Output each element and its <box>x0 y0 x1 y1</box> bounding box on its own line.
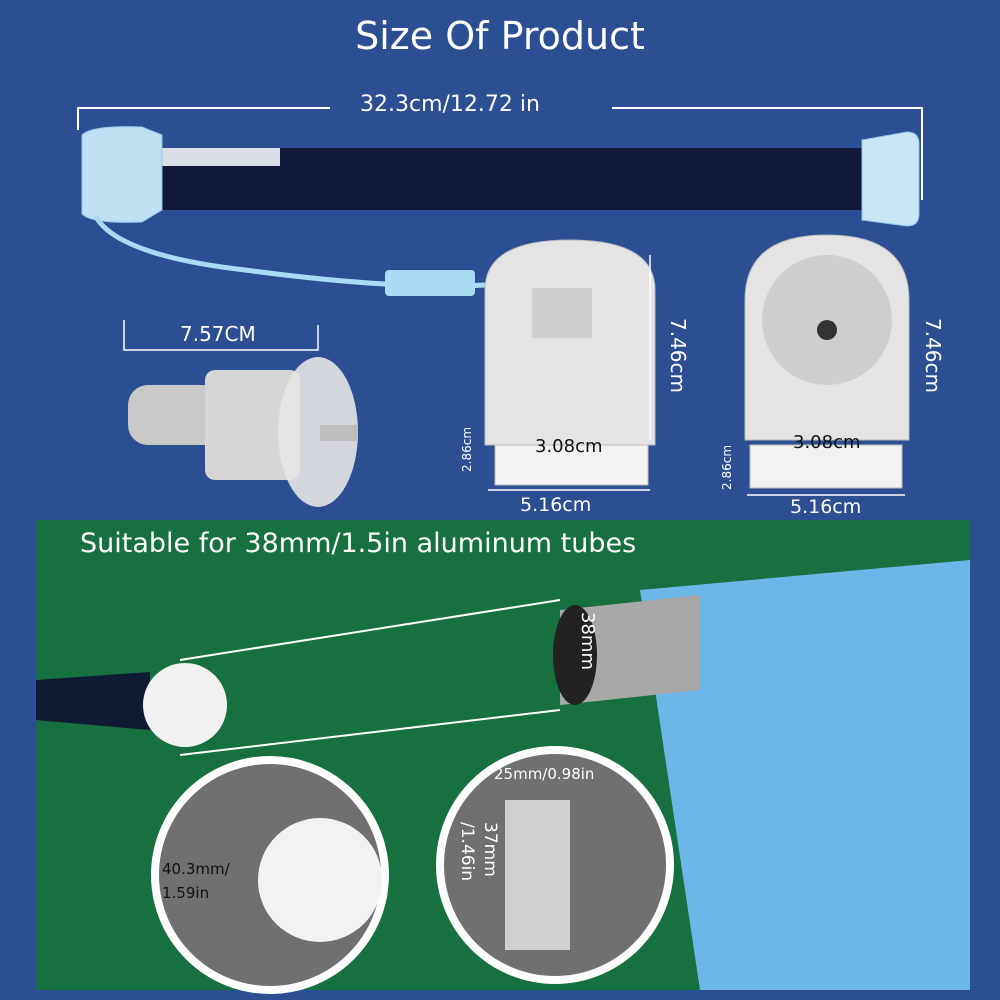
compat-heading: Suitable for 38mm/1.5in aluminum tubes <box>80 528 637 559</box>
detail-right-width: 25mm/0.98in <box>494 765 595 783</box>
detail-right-height-1: 37mm <box>480 822 500 877</box>
bracket-right-height: 7.46cm <box>921 318 945 394</box>
adapter-length-label: 7.57CM <box>180 322 256 346</box>
detail-left-label-2: 1.59in <box>162 884 210 902</box>
detail-left-label-1: 40.3mm/ <box>162 860 230 878</box>
bracket-right-hole-spacing: 3.08cm <box>793 432 861 453</box>
bracket-left-depth: 2.86cm <box>460 426 474 472</box>
bracket-left-hole-spacing: 3.08cm <box>535 436 603 457</box>
crown-adapter <box>123 320 358 507</box>
bracket-right <box>744 234 910 496</box>
motor-length-label: 32.3cm/12.72 in <box>360 92 540 117</box>
motor-dimension-line <box>77 107 923 200</box>
bracket-left <box>484 239 656 491</box>
tubular-motor <box>81 126 920 296</box>
tube-diameter-label: 38mm <box>577 612 598 670</box>
tube-scene <box>36 560 970 994</box>
bracket-left-height: 7.46cm <box>666 318 690 394</box>
bracket-left-width: 5.16cm <box>520 494 592 516</box>
bracket-right-depth: 2.86cm <box>720 444 734 490</box>
page-title: Size Of Product <box>355 14 645 58</box>
bracket-right-width: 5.16cm <box>790 496 862 518</box>
detail-right-height-2: /1.46in <box>457 822 477 882</box>
